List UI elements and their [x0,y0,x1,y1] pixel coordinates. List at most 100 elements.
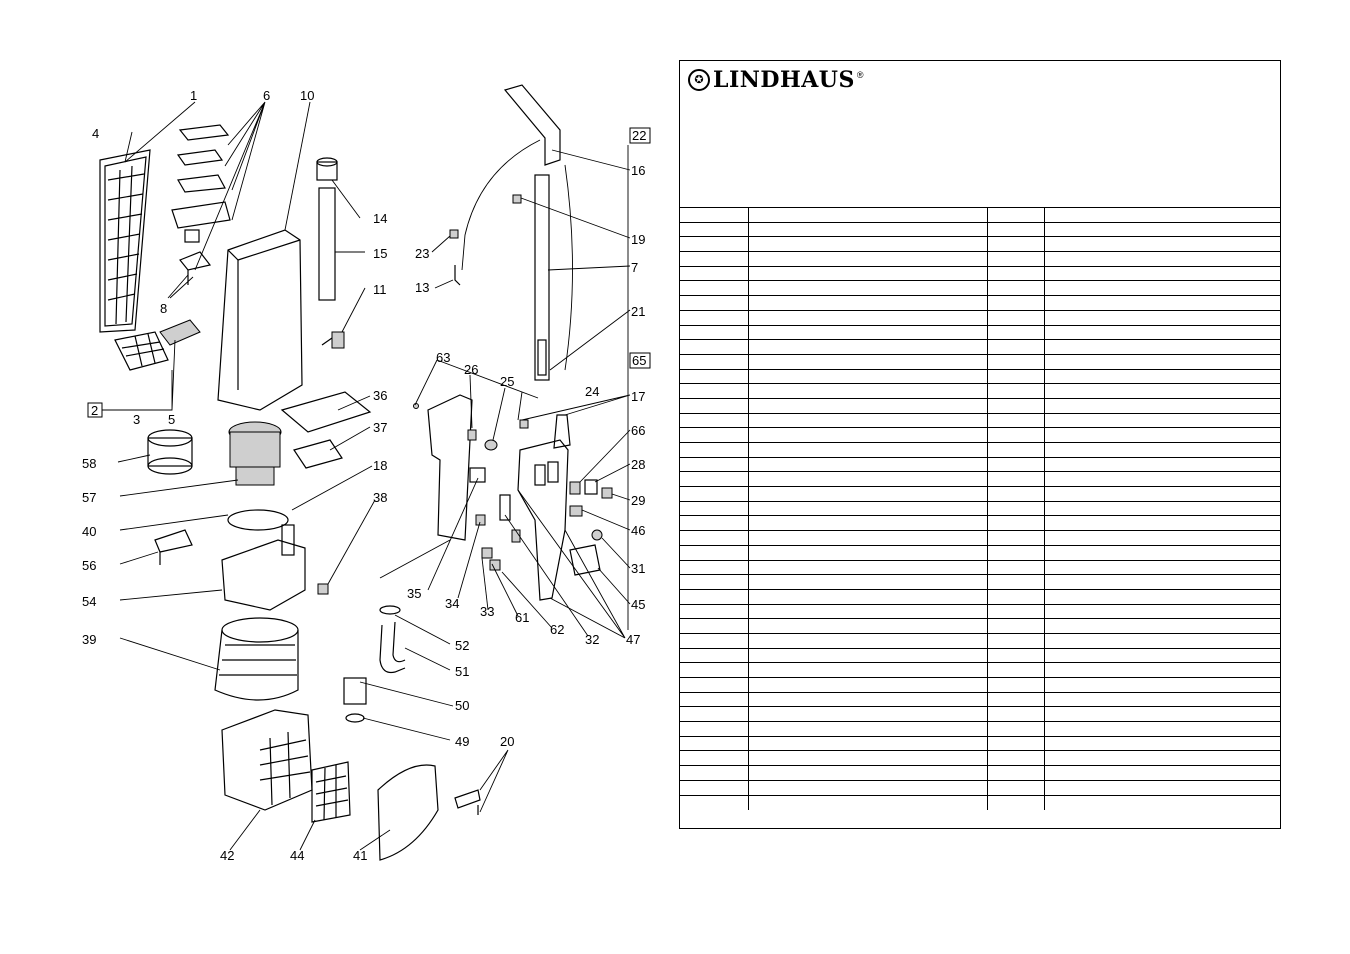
table-row [680,574,1280,590]
table-cell [986,486,1045,502]
callout-52: 51 [455,664,469,679]
table-cell [680,647,749,664]
table-cell [1043,442,1280,458]
part-bag-container [221,709,313,811]
part-dust-bag [214,617,299,701]
table-cell [1043,618,1280,634]
table-cell [986,456,1045,473]
table-cell [747,632,988,649]
table-cell [680,618,749,634]
table-cell [747,574,988,590]
table-cell [1043,647,1280,664]
table-cell [747,691,988,708]
table-row [680,412,1280,429]
table-cell [747,456,988,473]
table-row [680,251,1280,267]
table-cell [986,412,1045,429]
table-row [680,765,1280,781]
table-cell [680,280,749,297]
table-cell [747,265,988,282]
table-cell [680,588,749,605]
table-cell [747,750,988,767]
brand-logo: ✪ LINDHAUS ® [688,65,864,95]
table-cell [1043,309,1280,326]
callout-18: 18 [373,458,387,473]
callout-18b: 52 [455,638,469,653]
part-exhaust-cover [377,764,439,861]
table-cell [986,353,1045,370]
table-cell [747,339,988,355]
callout-23: 13 [415,280,429,295]
table-cell [986,309,1045,326]
table-cell [986,324,1045,341]
callout-21: 22 [632,128,646,143]
table-cell [1043,632,1280,649]
table-cell [747,383,988,399]
callout-36: 36 [373,388,387,403]
callout-7: 21 [631,304,645,319]
part-filter-door [99,149,151,333]
part-filter-cassette [114,319,201,371]
table-cell [986,251,1045,267]
table-cell [1043,574,1280,590]
part-power-plug [449,229,461,286]
part-handle-assembly [461,84,573,381]
table-cell [986,647,1045,664]
table-cell [1043,530,1280,546]
table-cell [680,412,749,429]
exploded-parts-diagram: 1 4 6 10 14 15 11 8 2 3 5 36 37 58 57 40… [82,84,651,863]
callout-2: 2 [91,403,98,418]
callout-6: 6 [263,88,270,103]
table-cell [1043,471,1280,488]
table-cell [747,236,988,253]
part-gasket [227,509,289,531]
table-cell [680,632,749,649]
part-small-components [467,419,529,571]
table-cell [680,309,749,326]
callout-44: 41 [353,848,367,863]
callout-61: 33 [480,604,494,619]
part-latch [179,251,212,285]
table-cell [747,280,988,297]
table-cell [986,500,1045,517]
table-cell [1043,412,1280,429]
table-cell [680,456,749,473]
registered-mark: ® [856,70,864,80]
part-handle-clip [512,194,522,204]
callout-50: 49 [455,734,469,749]
table-cell [1043,221,1280,238]
table-cell [680,221,749,238]
callout-26: 25 [500,374,514,389]
table-cell [680,486,749,502]
table-row [680,544,1280,561]
table-cell [680,295,749,311]
callout-15: 15 [373,246,387,261]
callout-32: 62 [550,622,564,637]
table-cell [986,427,1045,443]
callout-63: 26 [464,362,478,377]
table-cell [747,735,988,752]
table-row [680,368,1280,385]
table-row [680,280,1280,297]
table-row [680,427,1280,443]
table-cell [747,442,988,458]
part-cover-stack [171,124,231,243]
table-cell [747,295,988,311]
table-row [680,603,1280,620]
table-cell [747,353,988,370]
table-row [680,309,1280,326]
table-cell [747,559,988,576]
callout-labels: 1 4 6 10 14 15 11 8 2 3 5 36 37 58 57 40… [82,88,646,863]
parts-list-panel: ✪ LINDHAUS ® [679,60,1281,829]
table-cell [986,603,1045,620]
table-cell [747,309,988,326]
table-row [680,295,1280,311]
callout-38: 38 [373,490,387,505]
table-cell [680,251,749,267]
table-cell [747,706,988,723]
table-cell [1043,706,1280,723]
table-cell [747,779,988,796]
callout-47: 32 [585,632,599,647]
table-cell [680,500,749,517]
part-plug [317,583,329,595]
